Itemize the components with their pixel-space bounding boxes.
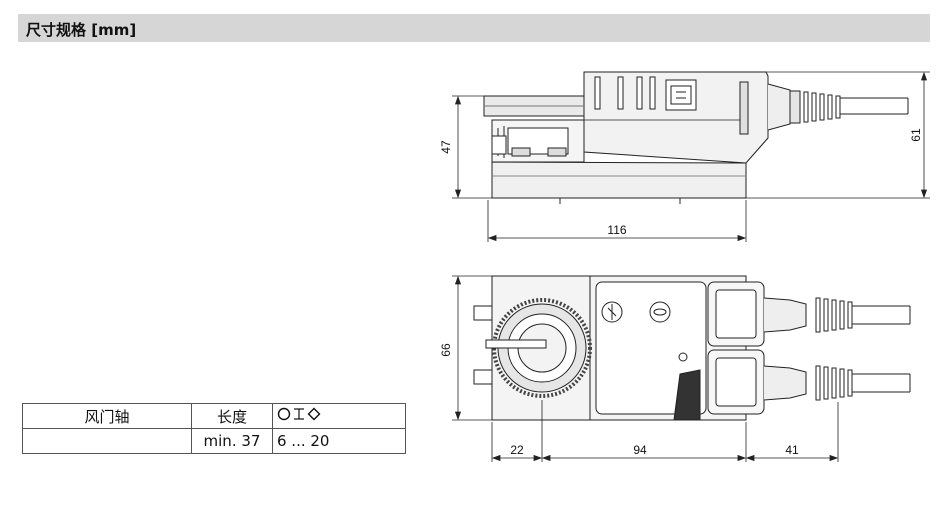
dim-side-height: 47 [439,140,453,154]
top-view [473,275,911,421]
section-header: 尺寸规格 [mm] [18,14,930,42]
dim-top-left: 22 [510,443,524,457]
cell-length: min. 37 [191,428,273,454]
dim-top-height: 66 [439,343,453,357]
top-view-dimensions [452,275,839,462]
dim-side-total-height: 61 [909,128,923,142]
side-view-dimensions [452,71,930,242]
shaft-symbols-icon [277,407,321,421]
table-row: min. 37 6 ... 20 [22,428,406,454]
shaft-spec-table: 风门轴 长度 min. 37 6 ... 20 [22,403,406,454]
section-title: 尺寸规格 [mm] [26,21,137,39]
cell-shaft [22,428,192,454]
cell-shaft-range: 6 ... 20 [272,428,406,454]
dim-top-middle: 94 [633,443,647,457]
dim-side-width: 116 [607,223,626,237]
dim-top-right: 41 [785,443,799,457]
side-view [483,71,909,204]
